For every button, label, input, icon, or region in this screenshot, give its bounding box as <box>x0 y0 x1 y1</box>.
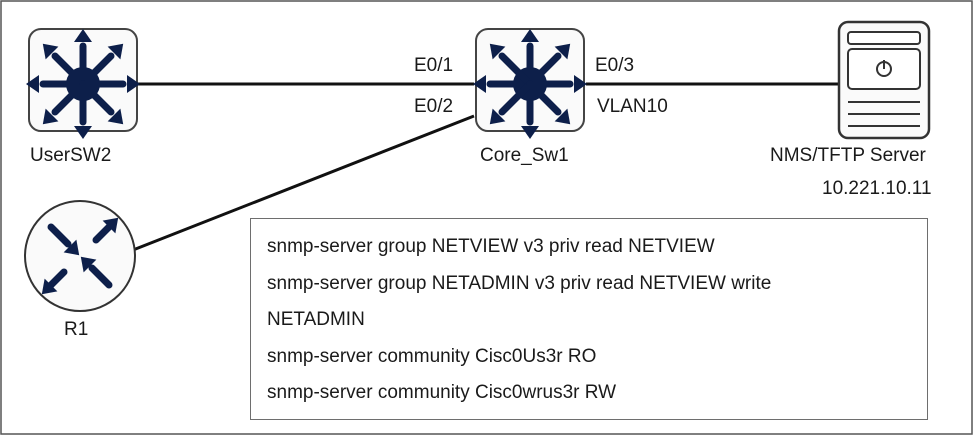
config-line: snmp-server group NETADMIN v3 priv read … <box>267 273 772 294</box>
interface-e0-2: E0/2 <box>414 96 454 117</box>
config-line: snmp-server community Cisc0Us3r RO <box>267 346 597 367</box>
config-line: snmp-server group NETVIEW v3 priv read N… <box>267 236 715 257</box>
snmp-config-box: snmp-server group NETVIEW v3 priv read N… <box>250 218 928 420</box>
link-r1-core <box>132 114 475 252</box>
core-sw1-label: Core_Sw1 <box>480 145 569 166</box>
router-icon <box>24 200 136 312</box>
usersw2-label: UserSW2 <box>30 145 112 166</box>
nms-server-ip: 10.221.10.11 <box>822 178 932 199</box>
core-sw1-icon <box>473 28 587 139</box>
r1-label: R1 <box>64 319 89 340</box>
config-line: NETADMIN <box>267 309 365 330</box>
nms-server-label: NMS/TFTP Server <box>770 145 926 166</box>
interface-e0-1: E0/1 <box>414 55 454 76</box>
usersw2-icon <box>26 28 140 139</box>
config-line: snmp-server community Cisc0wrus3r RW <box>267 382 617 403</box>
server-icon <box>837 20 931 140</box>
interface-vlan10: VLAN10 <box>597 96 668 117</box>
interface-e0-3: E0/3 <box>595 55 635 76</box>
